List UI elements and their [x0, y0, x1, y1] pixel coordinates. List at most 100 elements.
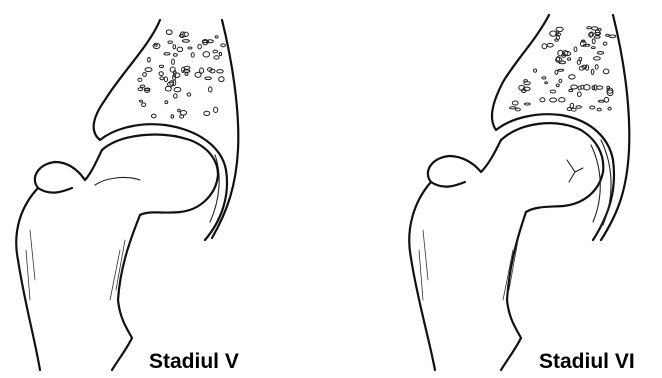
bone-pore — [203, 52, 210, 57]
bone-pore — [555, 70, 558, 74]
bone-pore — [138, 78, 142, 81]
bone-pore — [592, 86, 595, 90]
bone-pore — [214, 56, 219, 59]
bone-pore — [165, 86, 171, 91]
femur-outline — [16, 135, 218, 370]
bone-pore — [534, 69, 537, 72]
bone-pore — [182, 40, 189, 43]
bone-pore — [556, 84, 559, 87]
bone-pore — [559, 98, 565, 102]
bone-pore — [524, 103, 530, 105]
bone-pore — [170, 67, 175, 72]
panel-stage-vi — [331, 0, 662, 378]
bone-pore — [177, 47, 183, 52]
bone-pore — [542, 77, 546, 79]
bone-pore — [569, 89, 573, 92]
bone-pore — [576, 106, 581, 109]
bone-pore — [174, 87, 181, 91]
bone-pore — [173, 45, 176, 49]
bone-pore — [577, 92, 581, 97]
panel-stage-v — [0, 0, 331, 378]
bone-pore — [213, 50, 218, 53]
bone-pore — [547, 43, 553, 47]
bone-pore — [155, 44, 158, 46]
bone-pore — [594, 57, 601, 60]
bone-pore — [590, 106, 595, 109]
cancellous-bone-texture — [138, 30, 226, 118]
bone-pore — [152, 114, 157, 118]
bone-pore — [219, 77, 224, 82]
hip-joint-drawing-stage-v — [0, 0, 331, 378]
bone-pore — [168, 41, 173, 43]
bone-pore — [540, 98, 545, 102]
bone-pore — [542, 44, 547, 49]
bone-pore — [591, 47, 595, 49]
bone-pore — [145, 68, 152, 72]
bone-pore — [184, 66, 190, 69]
bone-pore — [524, 82, 530, 85]
bone-pore — [185, 73, 188, 76]
bone-pore — [572, 108, 577, 111]
bone-pore — [178, 109, 181, 112]
bone-pore — [545, 82, 548, 84]
bone-pore — [595, 36, 601, 38]
bone-pore — [164, 53, 170, 55]
bone-pore — [214, 107, 218, 112]
cancellous-bone-texture — [510, 27, 616, 112]
bone-pore — [550, 98, 557, 102]
bone-pore — [512, 101, 518, 105]
bone-pore — [173, 80, 176, 86]
bone-pore — [191, 53, 194, 58]
bone-pore — [139, 100, 142, 102]
bone-pore — [172, 59, 175, 64]
bone-pore — [142, 103, 146, 107]
bone-pore — [138, 88, 143, 91]
stage-v-label: Stadiul V — [149, 351, 239, 372]
bone-pore — [591, 69, 594, 74]
bone-pore — [217, 70, 224, 73]
bone-pore — [174, 94, 178, 98]
bone-pore — [568, 58, 571, 60]
bone-pore — [221, 44, 226, 47]
bone-pore — [597, 108, 601, 111]
bone-pore — [160, 77, 164, 80]
bone-pore — [592, 39, 595, 44]
bone-pore — [187, 93, 191, 96]
bone-pore — [219, 52, 221, 55]
bone-pore — [574, 47, 577, 52]
bone-pore — [159, 65, 163, 67]
bone-pore — [597, 52, 603, 55]
femur-outline — [409, 123, 603, 370]
bone-pore — [208, 87, 212, 92]
bone-pore — [597, 86, 603, 89]
bone-pore — [603, 42, 607, 45]
bone-pore — [204, 111, 210, 115]
bone-pore — [195, 72, 201, 77]
bone-pore — [198, 44, 202, 49]
bone-pore — [164, 77, 167, 82]
bone-pore — [559, 79, 562, 82]
bone-pore — [180, 111, 186, 116]
bone-pore — [173, 54, 177, 57]
bone-pore — [609, 35, 616, 38]
bone-pore — [550, 90, 555, 93]
bone-pore — [205, 77, 211, 80]
bone-pore — [569, 75, 575, 79]
bone-pore — [148, 58, 151, 63]
hip-joint-drawing-stage-vi — [331, 0, 662, 378]
bone-pore — [188, 47, 192, 49]
bone-pore — [570, 103, 574, 108]
bone-pore — [510, 107, 517, 109]
bone-pore — [166, 30, 172, 35]
bone-pore — [556, 27, 563, 31]
bone-pore — [159, 72, 163, 76]
bone-pore — [598, 100, 604, 102]
bone-pore — [180, 115, 184, 118]
bone-pore — [608, 107, 611, 110]
bone-pore — [603, 69, 609, 74]
bone-pore — [143, 73, 147, 77]
bone-pore — [604, 97, 609, 102]
bone-pore — [515, 108, 520, 111]
bone-pore — [587, 27, 592, 29]
bone-pore — [171, 115, 174, 118]
